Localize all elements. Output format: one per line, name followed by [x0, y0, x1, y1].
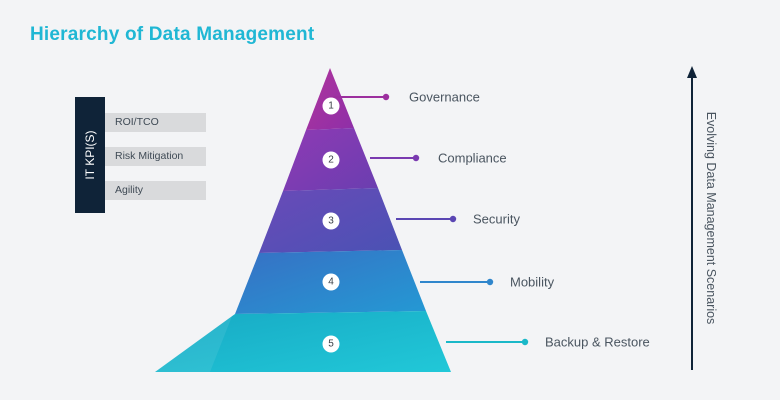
kpi-bar: [75, 97, 105, 213]
level-label-governance: Governance: [409, 89, 480, 105]
kpi-item-agility: Agility: [105, 181, 206, 200]
level-number-3: 3: [322, 212, 340, 230]
scenario-arrow-head: [687, 66, 697, 78]
connector-dot-4: [486, 278, 494, 286]
level-number-2: 2: [322, 151, 340, 169]
level-label-mobility: Mobility: [510, 274, 555, 290]
level-label-security: Security: [473, 211, 520, 227]
level-label-compliance: Compliance: [438, 150, 507, 166]
level-number-1: 1: [322, 97, 340, 115]
pyramid-level-5: [155, 311, 451, 372]
connector-dot-3: [449, 215, 457, 223]
page-title: Hierarchy of Data Management: [30, 24, 315, 45]
connector-dot-2: [412, 154, 420, 162]
level-number-5: 5: [322, 335, 340, 353]
kpi-item-risk-mitigation: Risk Mitigation: [105, 147, 206, 166]
connector-dot-5: [521, 338, 529, 346]
kpi-item-roi-tco: ROI/TCO: [105, 113, 206, 132]
level-number-4: 4: [322, 273, 340, 291]
scenario-axis-label: Evolving Data Management Scenarios: [704, 111, 718, 325]
connector-dot-1: [382, 93, 390, 101]
level-label-backup-restore: Backup & Restore: [545, 334, 650, 350]
